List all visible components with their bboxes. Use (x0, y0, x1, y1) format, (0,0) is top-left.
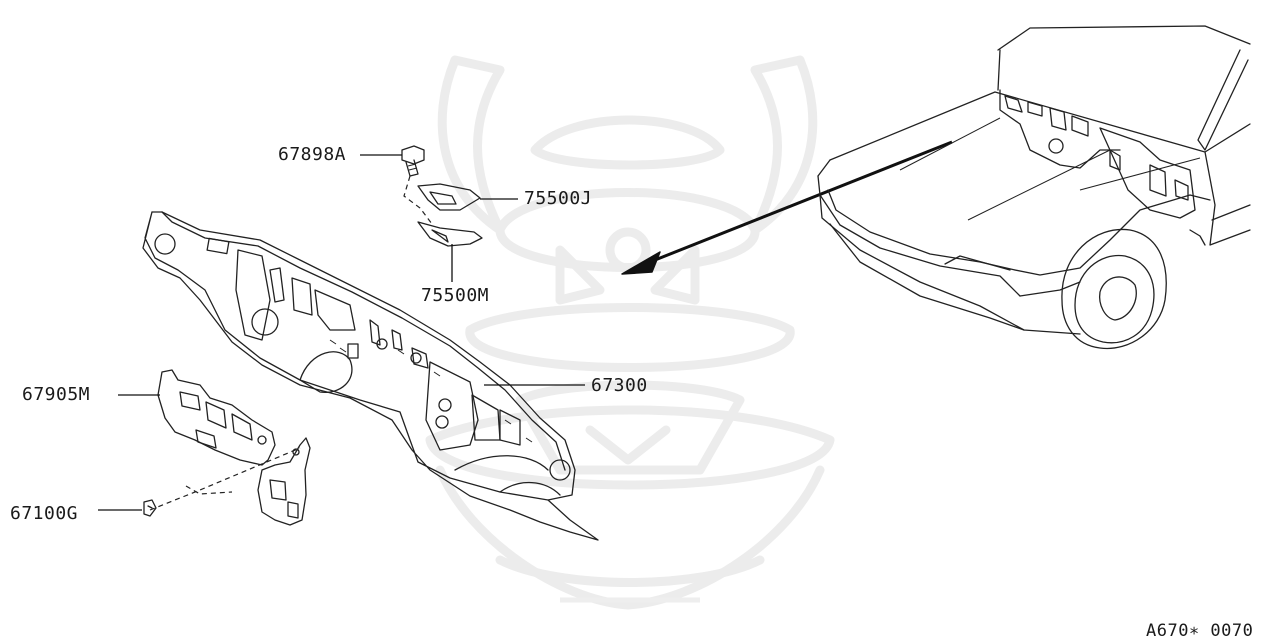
push-clip-part (143, 499, 157, 517)
assembly-lines (149, 175, 433, 511)
callout-75500m: 75500M (421, 285, 490, 306)
callout-67905m: 67905M (22, 384, 91, 405)
leader-lines (98, 154, 585, 511)
dash-insulator-piece-part (157, 369, 276, 466)
diagram-code: A670∗ 0070 (1146, 621, 1254, 638)
car-location-sketch (817, 25, 1251, 350)
samurai-watermark-icon (425, 55, 835, 610)
callout-67300: 67300 (591, 375, 648, 396)
callout-67898a: 67898A (278, 144, 347, 165)
clip-lower-part (417, 221, 483, 247)
callout-67100g: 67100G (10, 503, 79, 524)
bolt-part (401, 145, 425, 177)
bracket-piece-part (257, 437, 311, 526)
pointer-arrow-icon (621, 140, 953, 275)
callout-75500j: 75500J (524, 188, 593, 209)
clip-upper-part (417, 183, 481, 211)
dash-insulator-panel-part (142, 211, 599, 541)
